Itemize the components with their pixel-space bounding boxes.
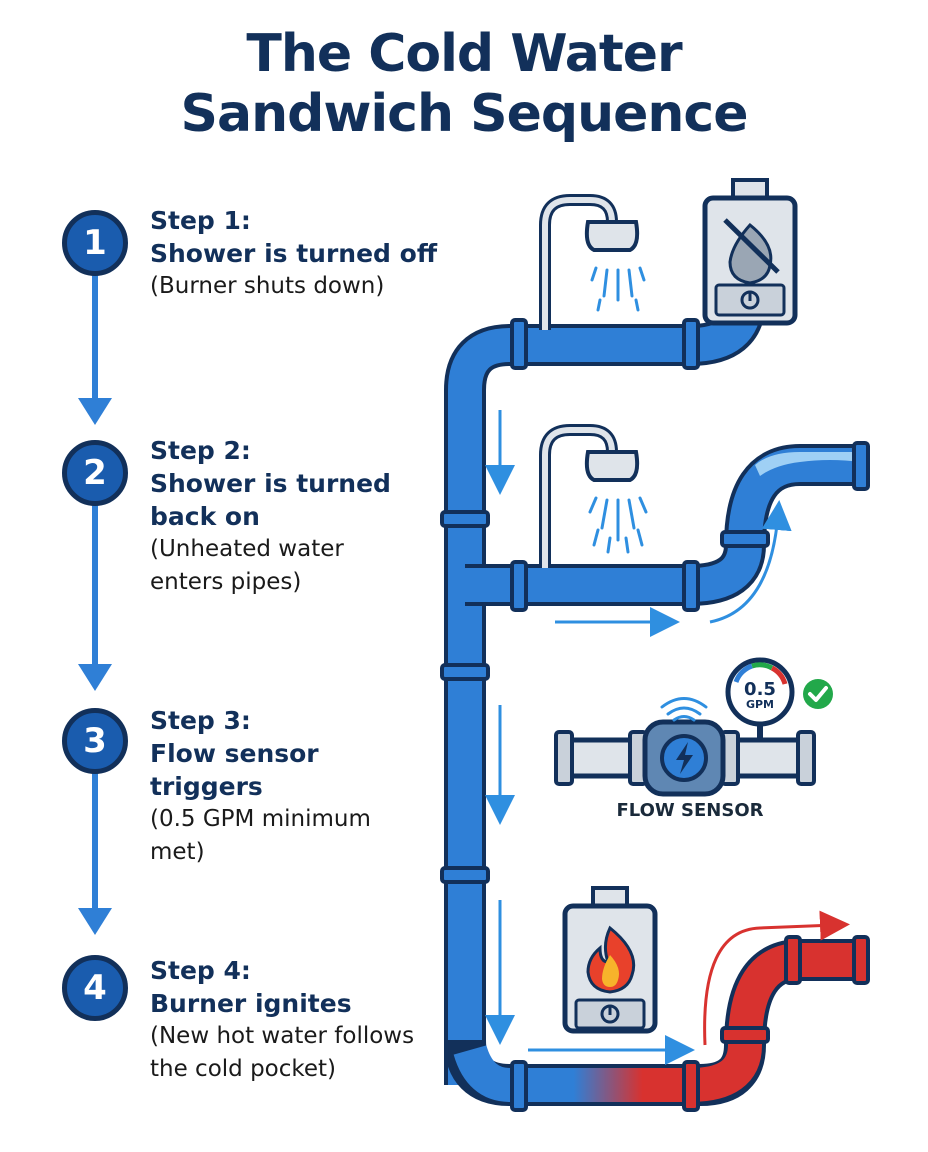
timeline-arrow-2 xyxy=(78,664,112,691)
step-1-note: (Burner shuts down) xyxy=(150,273,385,299)
step-2-text: Step 2: Shower is turned back on (Unheat… xyxy=(150,435,400,599)
flow-sensor-label: FLOW SENSOR xyxy=(616,800,764,821)
step-2-badge: 2 xyxy=(62,440,128,506)
title-line-1: The Cold Water xyxy=(246,24,682,84)
timeline-arrow-1 xyxy=(78,398,112,425)
gauge-readout: 0.5 GPM xyxy=(730,679,790,712)
step-4-main: Burner ignites xyxy=(150,989,352,1018)
step-4-badge: 4 xyxy=(62,955,128,1021)
lightning-icon xyxy=(676,742,693,774)
bottom-pipe xyxy=(444,935,870,1112)
gauge-value: 0.5 xyxy=(744,679,776,700)
hot-flow-arrow xyxy=(703,910,850,1046)
step-2-heading: Step 2: xyxy=(150,436,251,465)
step-2-note: (Unheated water enters pipes) xyxy=(150,536,344,595)
water-heater-on-icon xyxy=(562,886,658,1034)
timeline xyxy=(78,270,112,935)
page-title: The Cold Water Sandwich Sequence xyxy=(0,24,928,144)
shower-head-icon xyxy=(539,194,646,330)
step-1-main: Shower is turned off xyxy=(150,239,438,268)
step-4-note: (New hot water follows the cold pocket) xyxy=(150,1023,415,1082)
step-4-heading: Step 4: xyxy=(150,956,251,985)
step-3-badge: 3 xyxy=(62,708,128,774)
wifi-signal-icon xyxy=(660,697,708,722)
flow-sensor xyxy=(554,657,833,797)
branch-pipe-2 xyxy=(465,441,870,612)
gauge-unit: GPM xyxy=(745,698,775,711)
step-3-heading: Step 3: xyxy=(150,706,251,735)
step-1-heading: Step 1: xyxy=(150,206,251,235)
step-3-main: Flow sensor triggers xyxy=(150,739,319,801)
title-line-2: Sandwich Sequence xyxy=(180,84,749,144)
checkmark-icon xyxy=(803,679,833,709)
step-4-text: Step 4: Burner ignites (New hot water fo… xyxy=(150,955,440,1086)
step-1-badge: 1 xyxy=(62,210,128,276)
shower-head-icon xyxy=(539,424,648,568)
step-3-note: (0.5 GPM minimum met) xyxy=(150,806,371,865)
step-1-text: Step 1: Shower is turned off (Burner shu… xyxy=(150,205,450,303)
water-heater-off-icon xyxy=(702,178,798,326)
timeline-arrow-3 xyxy=(78,908,112,935)
main-vertical-pipe xyxy=(440,324,700,1085)
step-2-main: Shower is turned back on xyxy=(150,469,391,531)
step-3-text: Step 3: Flow sensor triggers (0.5 GPM mi… xyxy=(150,705,440,869)
flow-arrow-up-2 xyxy=(709,500,792,624)
